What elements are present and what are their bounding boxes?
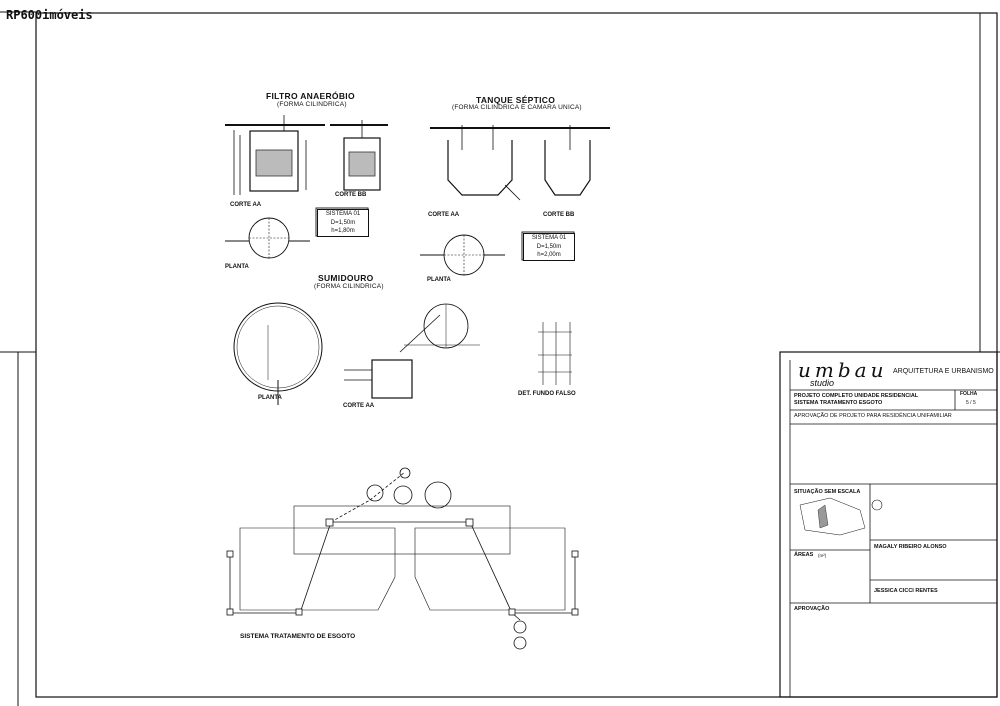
- filtro-planta: [225, 217, 310, 259]
- project-line-2: SISTEMA TRATAMENTO ESGOTO: [794, 400, 883, 406]
- firm-name: ARQUITETURA E URBANISMO: [893, 368, 994, 375]
- firm-logo: umbau: [798, 358, 888, 382]
- filtro-corte-bb: [330, 120, 388, 191]
- tanque-corte-aa: [430, 125, 610, 201]
- filtro-corte-aa-label: CORTE AA: [230, 202, 262, 208]
- tanque-corte-bb: [544, 125, 591, 196]
- tanque-corte-aa-label: CORTE AA: [428, 212, 460, 218]
- filtro-planta-label: PLANTA: [225, 264, 249, 270]
- tanque-planta: [420, 234, 505, 276]
- sumidouro-title: SUMIDOURO: [318, 273, 374, 283]
- tanque-planta-label: PLANTA: [427, 277, 451, 283]
- folha-label: FOLHA: [960, 391, 978, 397]
- firm-studio: studio: [810, 378, 835, 388]
- owner-name: MAGALY RIBEIRO ALONSO: [874, 544, 947, 550]
- filtro-system-line2: D=1,50m: [330, 220, 356, 226]
- tanque-system-line1: SISTEMA 01: [531, 235, 567, 241]
- folha-value: 5 / 5: [966, 400, 976, 406]
- sumidouro-corte-aa: [344, 303, 480, 399]
- filtro-corte-aa: [225, 115, 325, 195]
- areas-label: ÁREAS: [794, 552, 814, 558]
- tanque-corte-bb-label: CORTE BB: [543, 212, 575, 218]
- sumidouro-planta-label: PLANTA: [258, 395, 282, 401]
- sumidouro-planta: [233, 302, 323, 405]
- sumidouro-subtitle: (FORMA CILINDRICA): [314, 283, 384, 290]
- author-name: JESSICA CICCI RENTES: [874, 588, 938, 594]
- tanque-system-line3: h=2,00m: [537, 252, 561, 258]
- filtro-subtitle: (FORMA CILINDRICA): [277, 101, 347, 108]
- filtro-corte-bb-label: CORTE BB: [335, 192, 367, 198]
- sistema-tratamento-label: SISTEMA TRATAMENTO DE ESGOTO: [240, 633, 356, 640]
- fundo-falso-label: DET. FUNDO FALSO: [518, 391, 576, 397]
- title-block-frame: [779, 351, 998, 698]
- sumidouro-corte-aa-label: CORTE AA: [343, 403, 375, 409]
- approval-label: APROVAÇÃO: [794, 606, 830, 612]
- situacao-label: SITUAÇÃO SEM ESCALA: [794, 489, 861, 495]
- filtro-system-line3: h=1,80m: [331, 228, 355, 234]
- aprovacao-title: APROVAÇÃO DE PROJETO PARA RESIDÊNCIA UNI…: [794, 413, 952, 419]
- fundo-falso-detail: [538, 322, 572, 385]
- filtro-title: FILTRO ANAERÓBIO: [266, 91, 355, 101]
- project-line-1: PROJETO COMPLETO UNIDADE RESIDENCIAL: [794, 393, 919, 399]
- tanque-title: TANQUE SÉPTICO: [476, 95, 556, 105]
- tanque-system-spec: SISTEMA 01 D=1,50m h=2,00m: [523, 233, 575, 261]
- tanque-subtitle: (FORMA CILINDRICA E CAMARA UNICA): [452, 104, 582, 111]
- filtro-system-line1: SISTEMA 01: [325, 211, 361, 217]
- areas-unit: (m²): [818, 553, 827, 558]
- tanque-system-line2: D=1,50m: [536, 244, 562, 250]
- filtro-system-spec: SISTEMA 01 D=1,50m h=1,80m: [317, 209, 369, 237]
- site-plan: [226, 467, 579, 650]
